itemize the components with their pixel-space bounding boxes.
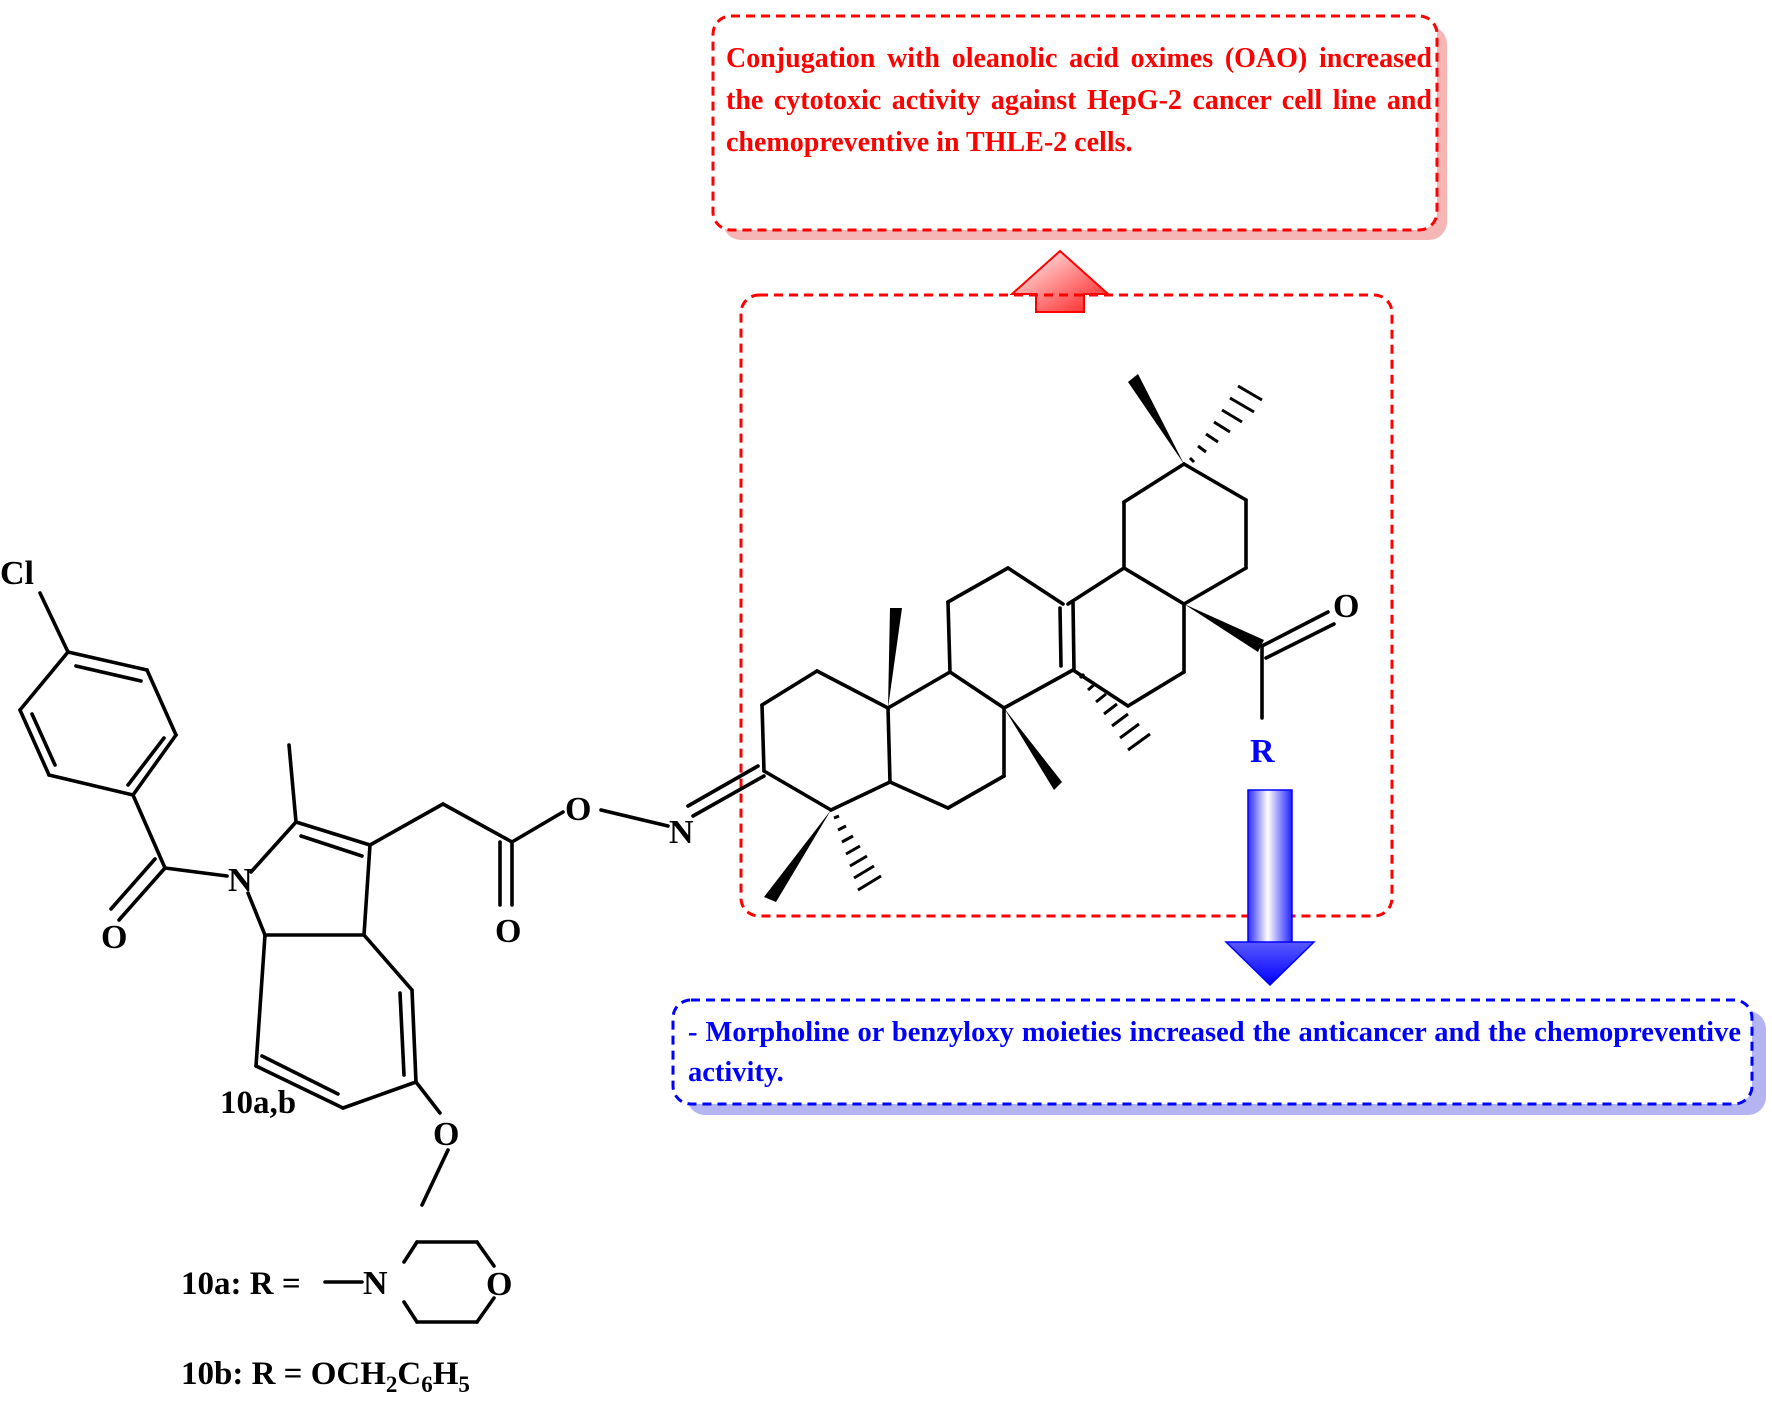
compound-label: 10a,b [220, 1085, 296, 1121]
top-callout-box [711, 14, 1439, 232]
atom-o-methoxy: O [433, 1116, 459, 1153]
bottom-callout-text: - Morpholine or benzyloxy moieties incre… [688, 1017, 1741, 1088]
atom-o-ester: O [565, 791, 591, 828]
atom-n-oxime: N [669, 814, 694, 851]
atom-o-acid: O [1333, 588, 1359, 625]
top-callout [711, 14, 1447, 240]
atom-cl: Cl [0, 555, 34, 592]
top-callout-text: Conjugation with oleanolic acid oximes (… [726, 43, 1432, 158]
molecule-structure: Cl N O O O N O R O N O 10a,b 10a: R = 10… [0, 374, 1359, 1397]
red-up-arrow [1009, 249, 1111, 313]
hashed-methyl-a [833, 814, 882, 892]
morpholine-ring [323, 1240, 496, 1324]
bottom-callout-box [671, 998, 1754, 1106]
atom-n-morpholine: N [363, 1265, 388, 1302]
atom-o-morpholine: O [486, 1266, 512, 1303]
r-definition-10a: 10a: R = [181, 1266, 301, 1302]
r-definition-10b: 10b: R = OCH2C6H5 [181, 1356, 470, 1397]
atom-o-ester-carbonyl: O [495, 913, 521, 950]
bottom-callout [671, 998, 1766, 1115]
atom-n-indole: N [228, 862, 253, 899]
hashed-methyl-d [1078, 672, 1151, 752]
oleanane-highlight-box [739, 293, 1394, 918]
blue-down-arrow [1224, 789, 1316, 987]
atom-o-ketone: O [101, 919, 127, 956]
hashed-methyl-e [1188, 384, 1263, 464]
atom-r-group: R [1250, 733, 1275, 770]
chlorophenyl-ring [18, 591, 178, 797]
